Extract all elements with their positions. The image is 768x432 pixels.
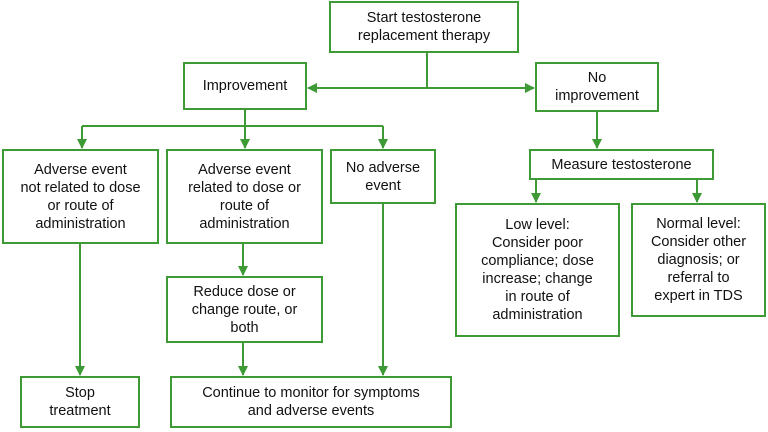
improvement-label: Improvement xyxy=(202,78,288,94)
no-adverse-line-2: event xyxy=(365,177,401,194)
start-therapy-line-2: replacement therapy xyxy=(357,28,491,44)
reduce-dose-line-2: change route, or xyxy=(191,301,298,318)
no-improvement-box: No improvement xyxy=(535,62,659,112)
low-level-box: Low level: Consider poor compliance; dos… xyxy=(455,203,620,337)
adverse-not-related-box: Adverse event not related to dose or rou… xyxy=(2,149,159,244)
no-improvement-line-1: No xyxy=(587,70,607,86)
low-level-line-4: increase; change xyxy=(482,271,593,287)
adverse-not-related-line-2: not related to dose xyxy=(20,179,141,196)
adverse-related-line-3: route of xyxy=(219,197,270,214)
stop-treatment-line-2: treatment xyxy=(49,403,111,419)
adverse-related-box: Adverse event related to dose or route o… xyxy=(166,149,323,244)
normal-level-line-4: referral to xyxy=(667,270,730,286)
low-level-line-5: in route of xyxy=(505,289,570,305)
normal-level-box: Normal level: Consider other diagnosis; … xyxy=(631,203,766,317)
improvement-box: Improvement xyxy=(183,62,307,110)
low-level-line-1: Low level: xyxy=(505,217,570,233)
low-level-line-2: Consider poor xyxy=(491,235,584,251)
stop-treatment-box: Stop treatment xyxy=(20,376,140,428)
adverse-not-related-line-4: administration xyxy=(35,215,126,232)
stop-treatment-line-1: Stop xyxy=(65,385,95,401)
measure-testosterone-label: Measure testosterone xyxy=(551,156,692,173)
adverse-not-related-line-3: or route of xyxy=(47,197,114,214)
continue-monitor-line-1: Continue to monitor for symptoms xyxy=(202,385,420,401)
reduce-dose-box: Reduce dose or change route, or both xyxy=(166,276,323,343)
normal-level-line-1: Normal level: xyxy=(656,216,741,232)
low-level-line-6: administration xyxy=(492,307,583,323)
reduce-dose-line-3: both xyxy=(230,319,259,336)
adverse-related-line-1: Adverse event xyxy=(198,161,291,178)
normal-level-line-2: Consider other xyxy=(650,234,747,250)
adverse-related-line-2: related to dose or xyxy=(188,179,301,196)
no-adverse-line-1: No adverse xyxy=(345,159,421,176)
continue-monitor-box: Continue to monitor for symptoms and adv… xyxy=(170,376,452,428)
adverse-related-line-4: administration xyxy=(199,215,290,232)
low-level-line-3: compliance; dose xyxy=(481,253,594,269)
start-therapy-line-1: Start testosterone xyxy=(366,10,482,26)
start-therapy-box: Start testosterone replacement therapy xyxy=(329,1,519,53)
continue-monitor-line-2: and adverse events xyxy=(247,403,375,419)
measure-testosterone-box: Measure testosterone xyxy=(529,149,714,180)
no-improvement-line-2: improvement xyxy=(555,88,639,104)
normal-level-line-3: diagnosis; or xyxy=(657,252,740,268)
no-adverse-box: No adverse event xyxy=(330,149,436,204)
adverse-not-related-line-1: Adverse event xyxy=(34,161,127,178)
reduce-dose-line-1: Reduce dose or xyxy=(193,283,296,300)
normal-level-line-5: expert in TDS xyxy=(654,288,743,304)
